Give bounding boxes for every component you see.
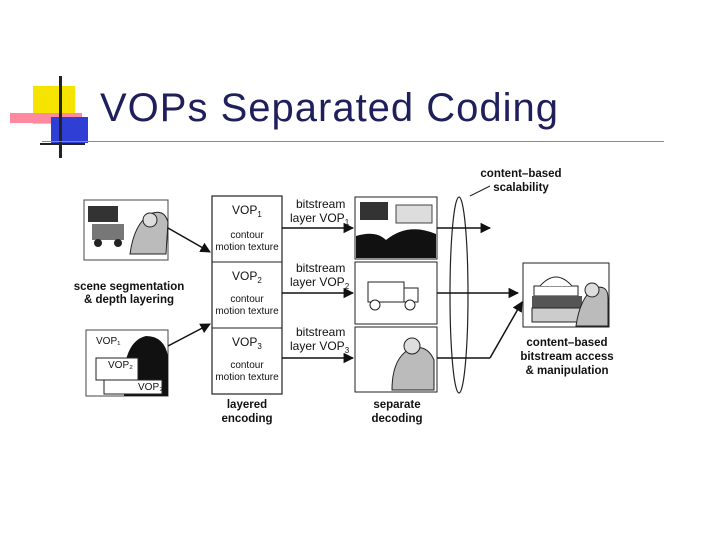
- bitstream-layer-label: layer VOP3: [290, 339, 350, 355]
- slide-title: VOPs Separated Coding: [100, 86, 560, 130]
- output-label: & manipulation: [525, 365, 608, 377]
- encoder-contour-label: contour: [230, 360, 264, 371]
- input-layers-image: VOP₁ VOP₂ VOP₃: [85, 329, 169, 397]
- encoder-stack: VOP1 contour motion texture VOP2 contour…: [211, 195, 283, 395]
- decoded-vop2-image: [354, 261, 438, 325]
- encoder-motion-texture-label: motion texture: [215, 242, 279, 253]
- bitstream-label: bitstream: [296, 261, 345, 275]
- input-vop-tag: VOP₃: [138, 382, 163, 393]
- separate-decoding-label: decoding: [371, 413, 422, 425]
- logo-pink-bar: [10, 113, 82, 123]
- title-underline: [42, 141, 664, 142]
- arrow-to-output: [489, 301, 523, 359]
- encoder-motion-texture-label: motion texture: [215, 372, 279, 383]
- layered-encoding-label: encoding: [221, 413, 272, 425]
- arrow-input-to-encoder: [167, 323, 211, 347]
- logo-horizontal-line: [40, 143, 85, 145]
- encoder-vop-label: VOP2: [232, 269, 262, 285]
- scene-segmentation-label: scene segmentation: [74, 281, 185, 293]
- input-vop-tag: VOP₁: [96, 336, 121, 347]
- encoder-vop-label: VOP1: [232, 203, 262, 219]
- layered-encoding-label: layered: [227, 399, 267, 411]
- input-vop-tag: VOP₂: [108, 360, 133, 371]
- output-composite-image: [522, 262, 610, 328]
- scalability-lens: [449, 196, 469, 394]
- scalability-label: content–based: [480, 168, 561, 180]
- input-scene-image: [83, 199, 169, 261]
- output-label: bitstream access: [520, 351, 613, 363]
- bitstream-label: bitstream: [296, 325, 345, 339]
- encoder-contour-label: contour: [230, 230, 264, 241]
- encoder-vop-label: VOP3: [232, 335, 262, 351]
- logo-vertical-line: [59, 76, 62, 158]
- encoder-motion-texture-label: motion texture: [215, 306, 279, 317]
- decoded-vop1-image: [354, 196, 438, 260]
- bitstream-label: bitstream: [296, 197, 345, 211]
- scalability-label: scalability: [493, 182, 549, 194]
- logo-blue-square: [51, 117, 88, 143]
- separate-decoding-label: separate: [373, 399, 420, 411]
- arrow-input-to-encoder: [167, 227, 211, 253]
- scalability-pointer: [469, 185, 491, 197]
- decoded-vop3-image: [354, 326, 438, 393]
- bitstream-layer-label: layer VOP1: [290, 211, 350, 227]
- bitstream-layer-label: layer VOP2: [290, 275, 350, 291]
- depth-layering-label: & depth layering: [84, 294, 174, 306]
- output-label: content–based: [526, 337, 607, 349]
- encoder-contour-label: contour: [230, 294, 264, 305]
